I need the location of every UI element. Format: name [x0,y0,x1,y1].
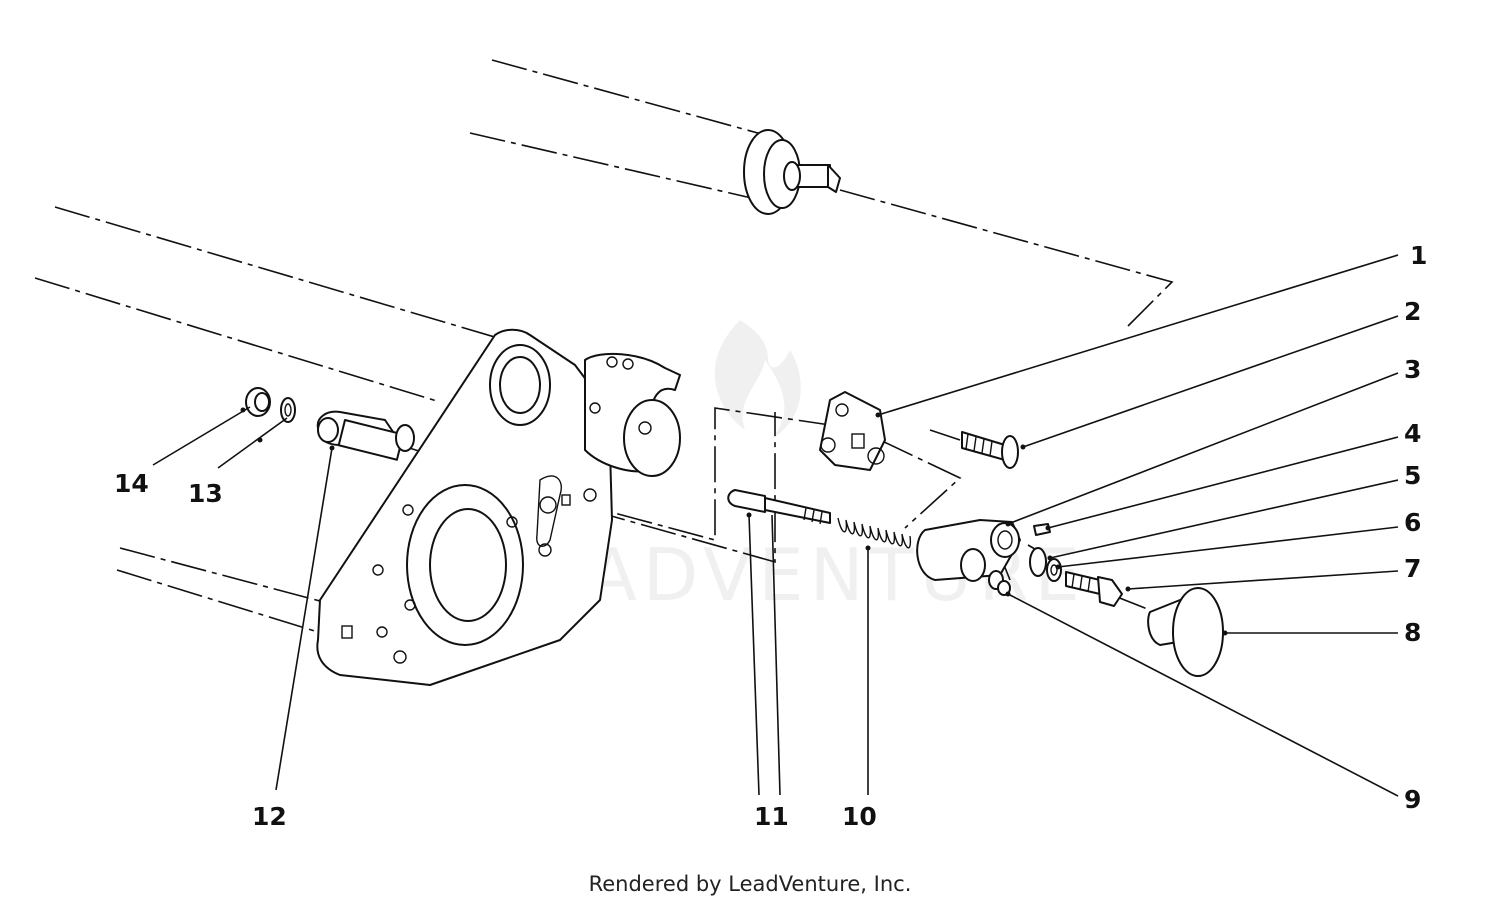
callout-7: 7 [1404,554,1421,583]
callout-11: 11 [754,802,789,831]
hex-bolt-part [1065,571,1123,607]
callout-4: 4 [1404,419,1421,448]
callout-12: 12 [252,802,287,831]
knob-part [1147,587,1224,677]
pivot-bracket-part [316,410,415,461]
washer-parts [1029,547,1062,582]
callout-14: 14 [114,469,149,498]
roller-part [743,129,841,215]
callout-5: 5 [1404,461,1421,490]
callout-6: 6 [1404,508,1421,537]
compression-spring-part [837,517,912,549]
side-plate-part [316,328,681,686]
nut-washer-parts [245,387,296,423]
adjuster-body-part [916,519,1021,582]
callout-3: 3 [1404,355,1421,384]
small-nut-part [988,570,1011,596]
leader-lines [152,254,1399,797]
callout-8: 8 [1404,618,1421,647]
callout-10: 10 [842,802,877,831]
callout-13: 13 [188,479,223,508]
flame-logo-icon [714,320,801,440]
mounting-plate-part [819,391,886,471]
footer-credit: Rendered by LeadVenture, Inc. [588,872,912,896]
callout-labels: 1 2 3 4 5 6 7 8 9 10 11 12 13 14 [114,241,1427,831]
axis-lines [34,59,1174,633]
callout-2: 2 [1404,297,1421,326]
threaded-stud-part [727,489,831,525]
carriage-bolt-part [961,431,1019,469]
callout-9: 9 [1404,785,1421,814]
callout-1: 1 [1410,241,1427,270]
